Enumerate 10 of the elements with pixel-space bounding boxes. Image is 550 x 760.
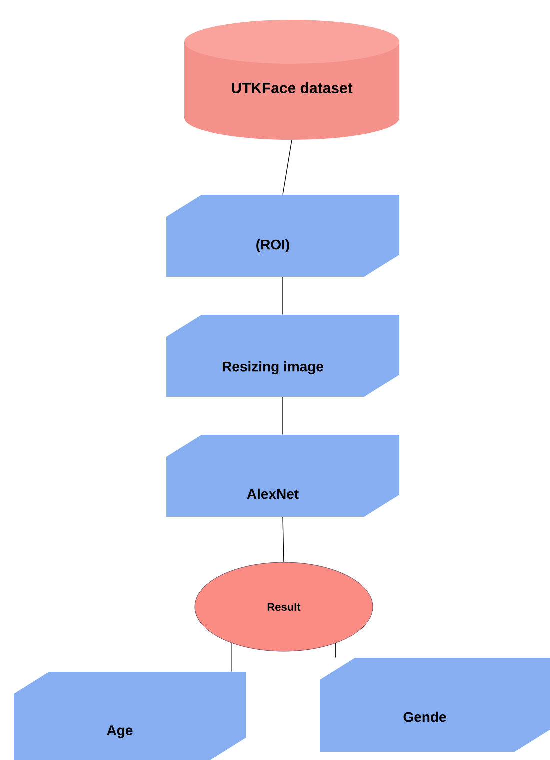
cylinder: UTKFace dataset: [184, 20, 400, 140]
connector-line: [282, 140, 292, 196]
connector-line: [282, 396, 284, 436]
process-box: Age: [14, 672, 246, 760]
process-box: AlexNet: [166, 435, 400, 517]
process-box: (ROI): [166, 195, 400, 277]
connector-line: [282, 516, 284, 563]
process-box: Resizing image: [166, 315, 400, 397]
connector-line: [282, 276, 284, 316]
process-box: Gende: [320, 658, 550, 752]
